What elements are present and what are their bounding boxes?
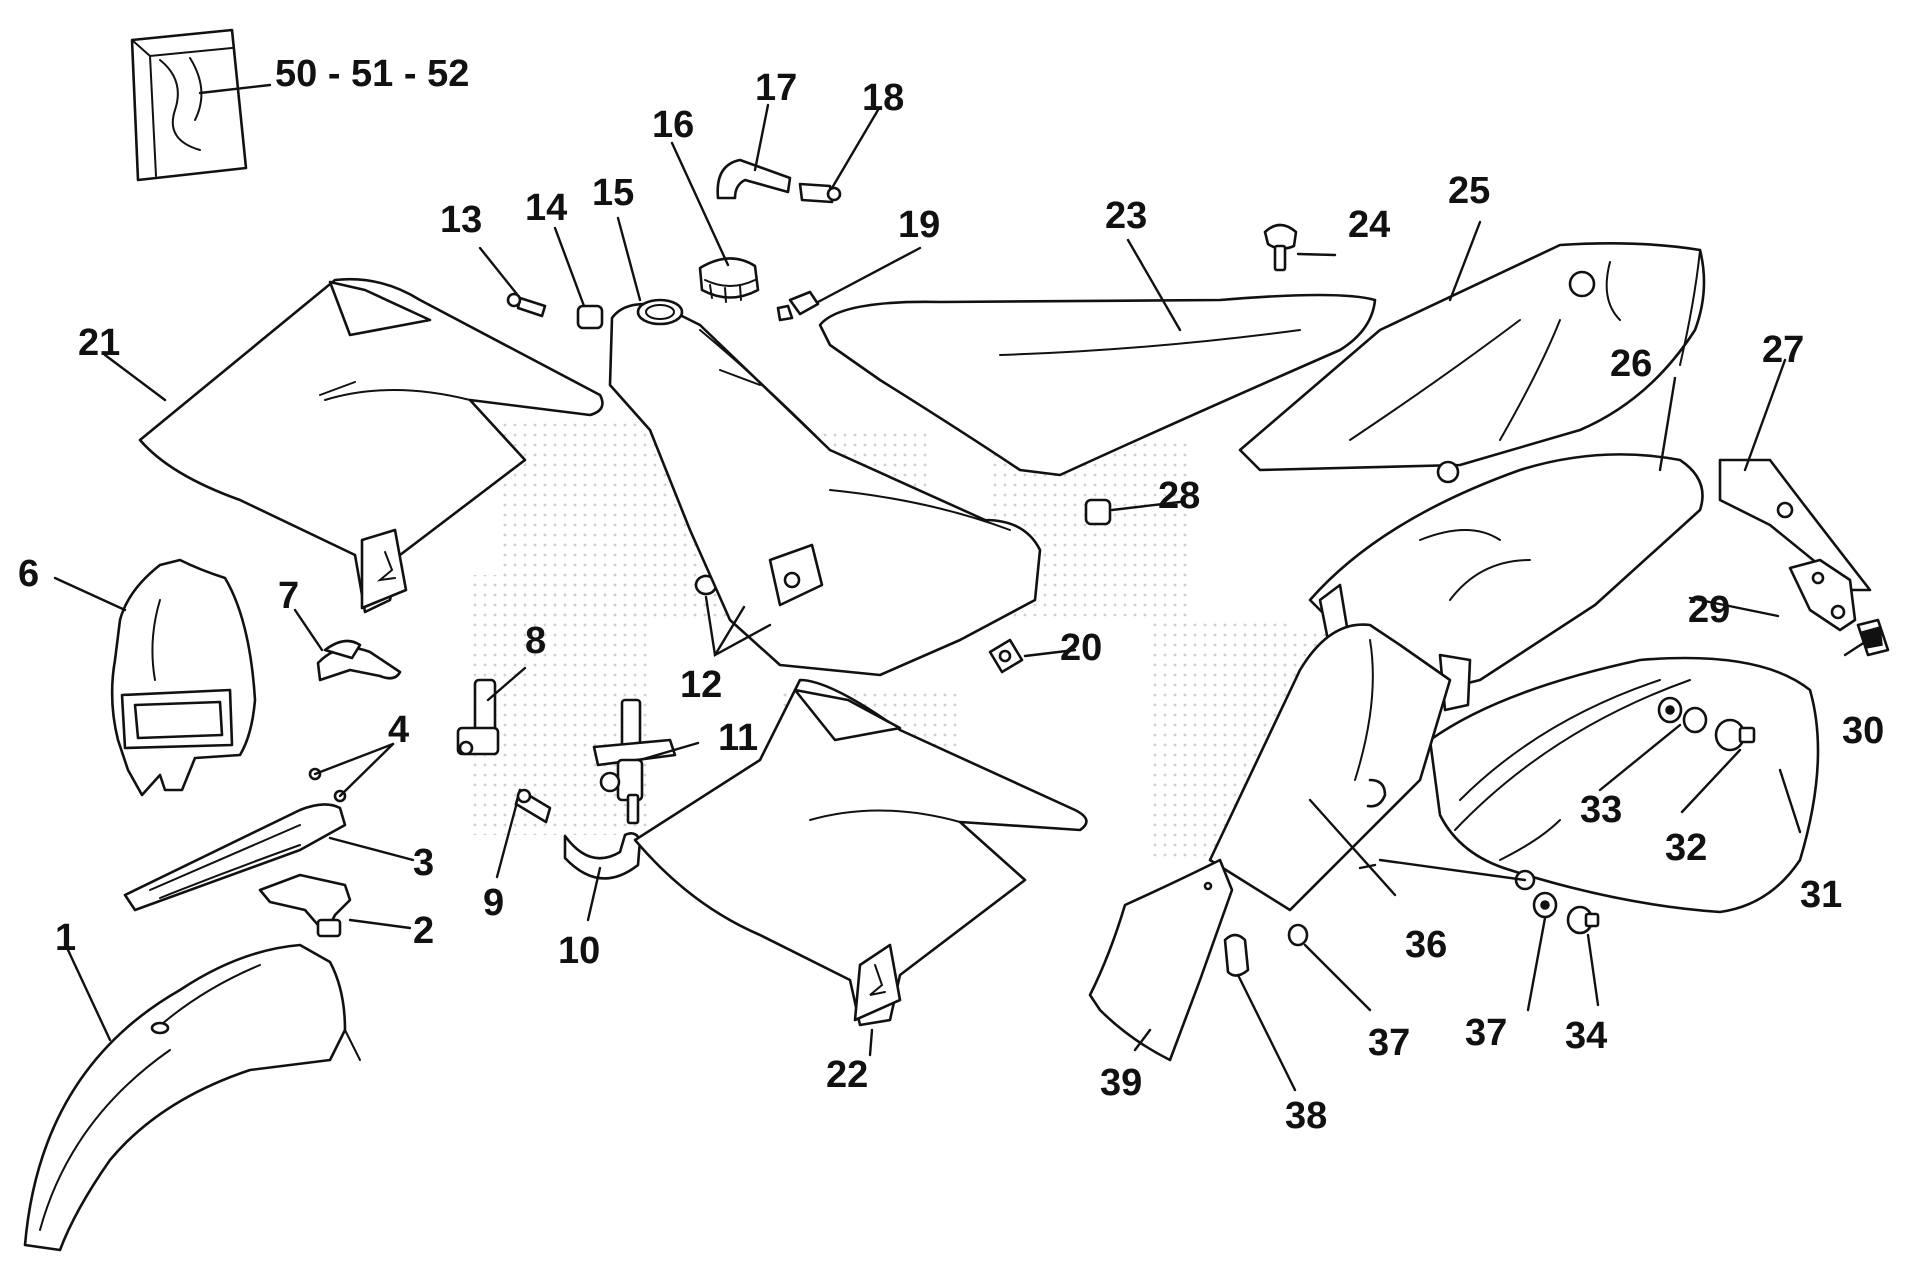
callout-50-51-52: 50 - 51 - 52 — [275, 53, 469, 95]
callout-23: 23 — [1105, 195, 1147, 237]
part-panel-bolt-upper — [1714, 718, 1756, 752]
callout-12: 12 — [680, 664, 722, 706]
callout-25: 25 — [1448, 170, 1490, 212]
part-inner-mudguard — [1208, 623, 1452, 912]
part-tank-bolt — [776, 290, 820, 322]
part-number-plate — [123, 803, 347, 912]
callout-31: 31 — [1800, 874, 1842, 916]
part-document-bag — [130, 28, 248, 182]
part-rear-fender-tail — [1718, 458, 1872, 592]
part-fuel-fitting — [456, 678, 500, 756]
callout-22: 22 — [826, 1054, 868, 1096]
part-bump-stop — [1223, 933, 1250, 977]
callout-32: 32 — [1665, 827, 1707, 869]
part-cable-guide — [316, 639, 402, 682]
part-shroud-bolt — [988, 638, 1024, 674]
callout-9: 9 — [483, 882, 504, 924]
callout-18: 18 — [862, 77, 904, 119]
part-left-radiator-shroud — [138, 277, 604, 614]
part-panel-washer-lower — [1532, 891, 1558, 919]
part-reflector — [1856, 618, 1890, 657]
part-tank-screw — [506, 292, 547, 318]
part-mud-flap — [1088, 858, 1234, 1062]
callout-30: 30 — [1842, 710, 1884, 752]
part-hose-connector — [514, 788, 552, 824]
part-breather-hose — [716, 158, 792, 200]
callout-13: 13 — [440, 199, 482, 241]
callout-10: 10 — [558, 930, 600, 972]
part-headlight-mask — [110, 558, 257, 797]
callout-39: 39 — [1100, 1062, 1142, 1104]
callout-7: 7 — [278, 575, 299, 617]
callout-labels: 50 - 51 - 52 21 13 14 15 16 17 18 19 23 … — [18, 53, 1884, 1137]
callout-27: 27 — [1762, 329, 1804, 371]
callout-6: 6 — [18, 553, 39, 595]
callout-15: 15 — [592, 172, 634, 214]
callout-26: 26 — [1610, 343, 1652, 385]
callout-3: 3 — [413, 842, 434, 884]
part-seat-bolt — [1263, 223, 1298, 272]
part-fuel-hose — [563, 832, 642, 880]
callout-14: 14 — [525, 187, 567, 229]
part-right-radiator-shroud — [633, 678, 1088, 1027]
callout-33: 33 — [1580, 789, 1622, 831]
callout-1: 1 — [55, 917, 76, 959]
part-fuel-cap — [698, 257, 760, 303]
part-panel-bolt-lower — [1566, 905, 1600, 935]
part-fuel-tank — [608, 298, 1042, 677]
callout-21: 21 — [78, 322, 120, 364]
part-front-fender — [23, 943, 361, 1252]
callout-36: 36 — [1405, 924, 1447, 966]
callout-17: 17 — [755, 67, 797, 109]
callout-11: 11 — [718, 717, 758, 759]
callout-37-left: 37 — [1368, 1022, 1410, 1064]
part-tank-bushing — [576, 304, 604, 330]
part-seat — [818, 293, 1377, 477]
callout-28: 28 — [1158, 475, 1200, 517]
callout-20: 20 — [1060, 627, 1102, 669]
callout-8: 8 — [525, 620, 546, 662]
part-breather-valve — [798, 182, 842, 204]
leader-lines — [53, 83, 1870, 1092]
part-right-side-panel — [1428, 656, 1820, 914]
callout-19: 19 — [898, 204, 940, 246]
callout-37-right: 37 — [1465, 1012, 1507, 1054]
callout-29: 29 — [1688, 589, 1730, 631]
part-fuel-tap — [592, 698, 677, 825]
part-small-grommet — [1287, 923, 1309, 947]
callout-38: 38 — [1285, 1095, 1327, 1137]
callout-34: 34 — [1565, 1015, 1607, 1057]
part-airbox-side-panel — [1238, 242, 1706, 484]
part-mounting-plate — [1788, 558, 1857, 632]
callout-2: 2 — [413, 910, 434, 952]
part-fender-bracket — [258, 873, 352, 938]
callout-4: 4 — [388, 709, 409, 751]
part-panel-washer-upper — [1657, 696, 1708, 734]
callout-24: 24 — [1348, 204, 1390, 246]
callout-16: 16 — [652, 104, 694, 146]
part-spacer — [1084, 498, 1112, 526]
